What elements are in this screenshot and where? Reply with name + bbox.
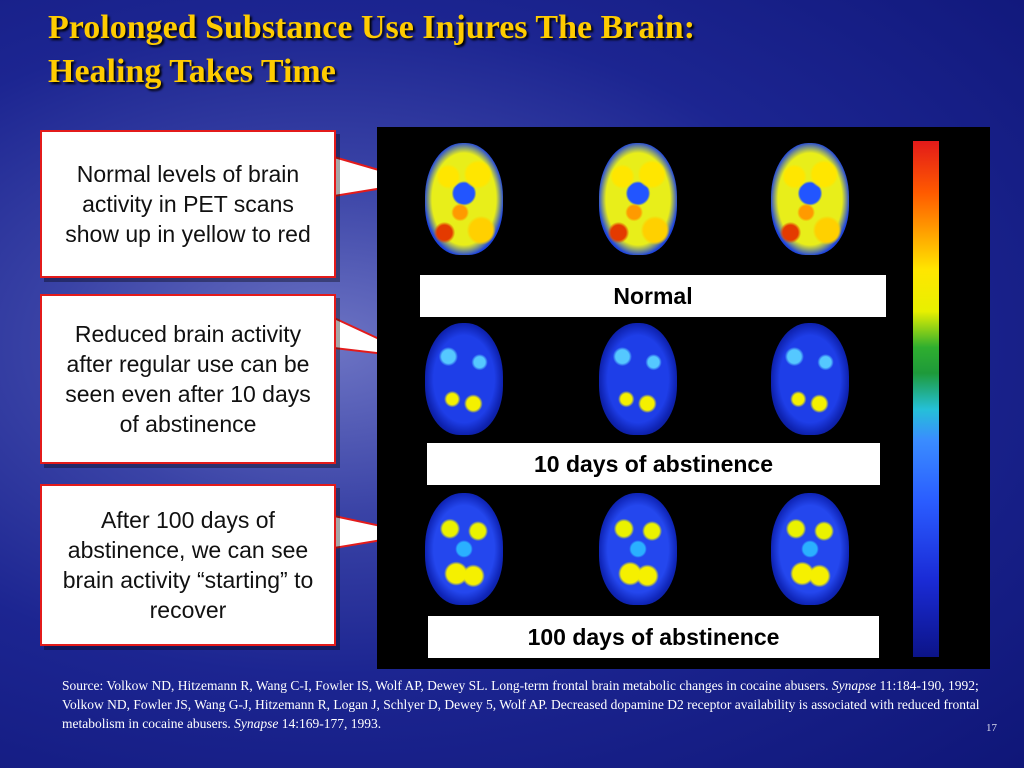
pet-brain-100-days-1 <box>425 493 503 605</box>
callout-100-days: After 100 days of abstinence, we can see… <box>40 484 336 646</box>
pet-brain-100-days-2 <box>599 493 677 605</box>
pet-brain-100-days-3 <box>771 493 849 605</box>
activity-color-scale <box>913 141 939 657</box>
pet-brain-normal-3 <box>771 143 849 255</box>
callout-10-days: Reduced brain activity after regular use… <box>40 294 336 464</box>
row-label-10-days: 10 days of abstinence <box>427 443 880 485</box>
callout-normal: Normal levels of brain activity in PET s… <box>40 130 336 278</box>
title-line-2: Healing Takes Time <box>48 53 336 90</box>
pet-brain-10-days-1 <box>425 323 503 435</box>
pet-brain-normal-1 <box>425 143 503 255</box>
callout-100-days-text: After 100 days of abstinence, we can see… <box>62 507 314 623</box>
row-label-normal: Normal <box>420 275 886 317</box>
source-citation: Source: Volkow ND, Hitzemann R, Wang C-I… <box>62 676 982 733</box>
slide-title: Prolonged Substance Use Injures The Brai… <box>48 6 948 94</box>
pet-brain-normal-2 <box>599 143 677 255</box>
source-journal-2: Synapse <box>234 716 279 731</box>
source-part-3: 14:169-177, 1993. <box>281 716 382 731</box>
pet-brain-10-days-3 <box>771 323 849 435</box>
callout-10-days-text: Reduced brain activity after regular use… <box>65 321 311 437</box>
title-line-1: Prolonged Substance Use Injures The Brai… <box>48 9 696 46</box>
pet-brain-10-days-2 <box>599 323 677 435</box>
pet-scan-panel: Normal 10 days of abstinence 100 days of… <box>377 127 990 669</box>
row-label-100-days: 100 days of abstinence <box>428 616 879 658</box>
page-number: 17 <box>986 722 997 734</box>
source-journal-1: Synapse <box>831 678 877 693</box>
callout-normal-text: Normal levels of brain activity in PET s… <box>65 161 311 247</box>
source-part-2: 11:184-190, 1992; Volkow ND, Fowler JS, … <box>62 678 980 731</box>
source-part-1: Source: Volkow ND, Hitzemann R, Wang C-I… <box>62 678 829 693</box>
